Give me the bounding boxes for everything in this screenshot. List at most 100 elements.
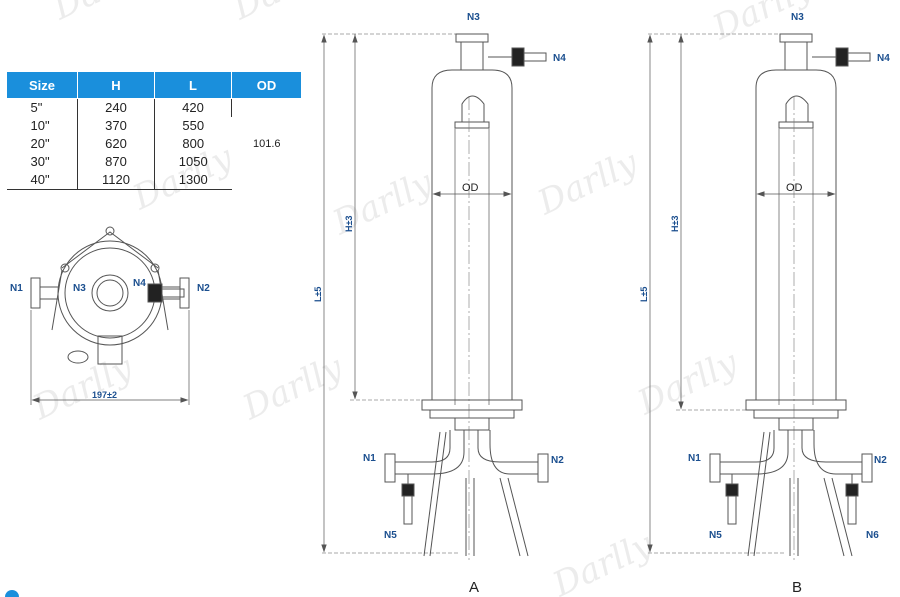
cell-size: 10" (6, 117, 78, 135)
n2-flange (861, 453, 873, 483)
a-n5-label: N5 (384, 530, 397, 541)
clamp-bolt (105, 226, 115, 236)
a-h-dim: H±3 (344, 216, 354, 232)
bottom-bracket (97, 335, 123, 365)
cell-size: 30" (6, 153, 78, 171)
base-collar (778, 417, 814, 431)
cell-l: 420 (154, 98, 232, 117)
b-n4-label: N4 (877, 53, 890, 64)
clamp-bolt (150, 263, 160, 273)
top-n2-label: N2 (197, 283, 210, 294)
clamp-arm-left (51, 269, 63, 331)
cartridge-cap (778, 121, 814, 129)
cell-od: 101.6 (252, 138, 281, 151)
n5-hose-barb (403, 495, 413, 525)
header-od: OD (231, 71, 302, 99)
n3-port-inner (96, 279, 124, 307)
b-n6-label: N6 (866, 530, 879, 541)
n2-pipe (801, 430, 862, 463)
table-row: 10" 370 550 (6, 117, 302, 135)
n1-flange (384, 453, 396, 483)
n5-valve (725, 483, 739, 497)
cell-h: 370 (77, 117, 155, 135)
b-n3-label: N3 (791, 12, 804, 23)
n3-port-outer (91, 274, 129, 312)
n4-hose-barb (523, 52, 547, 62)
clamp-bolt (60, 263, 70, 273)
leg (747, 431, 765, 557)
base-collar (454, 417, 490, 431)
table-row: 20" 620 800 (6, 135, 302, 153)
b-n1-label: N1 (688, 453, 701, 464)
spec-table: Size H L OD 5" 240 420 101.6 10" 370 550… (6, 71, 302, 190)
b-l-dim: L±5 (639, 287, 649, 302)
a-od-label: OD (462, 182, 479, 194)
clamp-arm-right (157, 269, 169, 331)
n2-flange (537, 453, 549, 483)
base-clamp (753, 409, 839, 419)
cell-size: 40" (6, 171, 78, 190)
table-row: 30" 870 1050 (6, 153, 302, 171)
top-view (30, 226, 190, 405)
n4-valve (511, 47, 525, 67)
cell-h: 870 (77, 153, 155, 171)
inner-bell (461, 95, 485, 122)
cell-l: 1050 (178, 154, 208, 169)
n2-pipe (477, 430, 538, 463)
header-l: L (154, 71, 232, 99)
top-n3-label: N3 (73, 283, 86, 294)
n3-flange (779, 33, 813, 43)
bottom-handle (67, 350, 89, 364)
cell-l: 800 (182, 136, 205, 151)
leg (423, 431, 441, 557)
cartridge-cap (454, 121, 490, 129)
view-a (321, 33, 549, 560)
n4-hose-barb (161, 288, 185, 298)
n4-valve (147, 283, 163, 303)
a-l-dim: L±5 (313, 287, 323, 302)
vessel-body (431, 69, 513, 400)
n5-valve (401, 483, 415, 497)
cell-l: 1300 (154, 171, 232, 190)
view-b-caption: B (792, 579, 802, 596)
clamp-ring-top (61, 231, 159, 269)
view-a-caption: A (469, 579, 479, 596)
table-row: 5" 240 420 101.6 (6, 98, 302, 150)
cell-h: 620 (77, 135, 155, 153)
n6-valve (845, 483, 859, 497)
b-od-label: OD (786, 182, 803, 194)
n1-pipe (395, 430, 451, 463)
n3-flange (455, 33, 489, 43)
base-clamp (429, 409, 515, 419)
b-h-dim: H±3 (670, 216, 680, 232)
top-width-dim: 197±2 (92, 390, 117, 400)
a-n4-label: N4 (553, 53, 566, 64)
n5-hose-barb (727, 495, 737, 525)
n1-flange (30, 277, 41, 309)
n1-pipe (720, 430, 775, 463)
n4-hose-barb (847, 52, 871, 62)
cell-h: 1120 (77, 171, 155, 190)
leg (823, 477, 845, 557)
a-n1-label: N1 (363, 453, 376, 464)
inner-bell (785, 95, 809, 122)
base-flange (421, 399, 523, 411)
b-n2-label: N2 (874, 455, 887, 466)
cell-size: 20" (6, 135, 78, 153)
cell-h: 240 (77, 98, 155, 117)
cell-size: 5" (6, 98, 78, 117)
vessel-body (755, 69, 837, 400)
view-b (647, 33, 873, 560)
n4-valve (835, 47, 849, 67)
n6-hose-barb (847, 495, 857, 525)
table-row: 40" 1120 1300 (6, 171, 302, 190)
corner-badge (5, 590, 19, 597)
b-n5-label: N5 (709, 530, 722, 541)
header-size: Size (6, 71, 78, 99)
top-n1-label: N1 (10, 283, 23, 294)
base-flange (745, 399, 847, 411)
n1-flange (709, 453, 721, 483)
header-h: H (77, 71, 155, 99)
leg (499, 477, 521, 557)
